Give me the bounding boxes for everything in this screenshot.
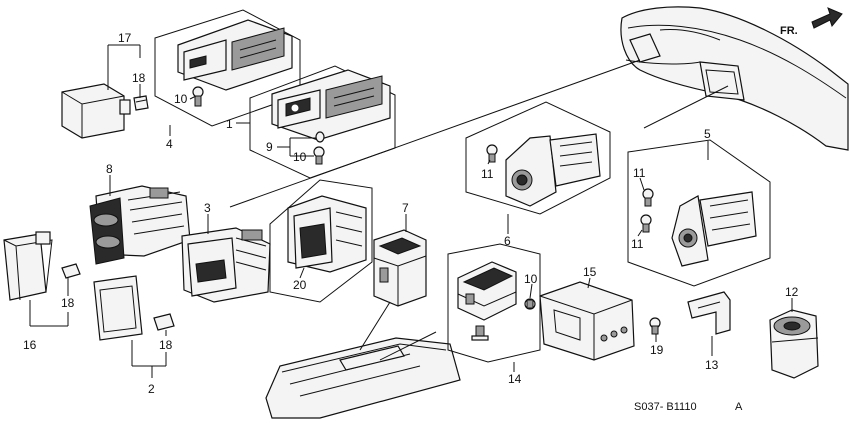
- callout-8: 8: [106, 162, 113, 176]
- screw-11-c: [640, 214, 652, 233]
- callout-19: 19: [650, 343, 664, 357]
- footer-code: S037- B1110 A: [634, 401, 743, 413]
- callout-1: 1: [226, 117, 233, 131]
- callout-4: 4: [166, 137, 173, 151]
- switch-part-8: [89, 185, 191, 265]
- switch-part-3: [181, 227, 271, 303]
- ignition-part-5: [671, 191, 757, 267]
- callout-7: 7: [402, 201, 409, 215]
- callout-leaders: [29, 44, 793, 378]
- screw-19: [649, 317, 661, 335]
- screw-11-b: [642, 188, 654, 207]
- leader-14-to-console: [379, 331, 437, 361]
- callout-labels: 17 18 4 10 1 9 10 8 3 18 16 18 2 20 7 6 …: [23, 31, 799, 396]
- ignition-part-6: [505, 133, 601, 207]
- callout-10-b: 10: [293, 150, 307, 164]
- blank-cover-17: [61, 83, 131, 139]
- switch-part-1: [271, 69, 391, 141]
- callout-12: 12: [785, 285, 799, 299]
- screw-10-b: [313, 146, 325, 165]
- callout-18-a: 18: [132, 71, 146, 85]
- front-arrow-indicator: FR.: [780, 7, 843, 37]
- callout-10-a: 10: [174, 92, 188, 106]
- callout-18-c: 18: [159, 338, 173, 352]
- callout-5: 5: [704, 127, 711, 141]
- switch-part-7: [373, 229, 427, 307]
- callout-3: 3: [204, 201, 211, 215]
- ring-9: [315, 131, 325, 143]
- callout-16: 16: [23, 338, 37, 352]
- callout-2: 2: [148, 382, 155, 396]
- callout-6: 6: [504, 234, 511, 248]
- screw-10-a: [192, 86, 204, 107]
- leader-7-to-console: [359, 301, 391, 351]
- group-outline-14: [447, 243, 541, 363]
- callout-11-b: 11: [633, 166, 646, 180]
- bracket-part-13: [687, 291, 731, 335]
- callout-18-b: 18: [61, 296, 75, 310]
- leader-dash-to-6: [643, 85, 729, 129]
- callout-11-c: 11: [631, 237, 644, 251]
- switch-part-20: [287, 195, 367, 273]
- bezel-part-2: [93, 275, 143, 341]
- callout-17: 17: [118, 31, 132, 45]
- clip-18-a: [133, 95, 149, 111]
- switch-part-4: [177, 19, 293, 91]
- center-console-illustration: [265, 337, 461, 419]
- switch-part-14: [457, 261, 517, 321]
- screw-11-a: [486, 144, 498, 163]
- leader-dash-to-3: [229, 59, 641, 208]
- callout-20: 20: [293, 278, 307, 292]
- key-cylinder-12: [769, 309, 819, 379]
- pin-part-14: [471, 325, 489, 341]
- callout-14: 14: [508, 372, 522, 386]
- callout-11-a: 11: [481, 167, 494, 181]
- group-outline-20: [269, 179, 373, 303]
- cover-part-16: [3, 231, 53, 301]
- clip-18-b: [61, 263, 81, 279]
- callout-15: 15: [583, 265, 597, 279]
- front-label: FR.: [780, 25, 798, 37]
- group-outline-1: [249, 65, 396, 179]
- clip-18-c: [153, 313, 175, 331]
- callout-10-c: 10: [524, 272, 538, 286]
- drawing-number: S037- B1110: [634, 401, 697, 413]
- dashboard-illustration: [620, 6, 849, 151]
- control-module-15: [539, 281, 635, 361]
- callout-9: 9: [266, 140, 273, 154]
- callout-13: 13: [705, 358, 719, 372]
- drawing-revision: A: [735, 401, 743, 413]
- group-outline-6: [465, 101, 611, 215]
- group-outline-5: [627, 139, 771, 287]
- screw-10-c: [524, 298, 536, 310]
